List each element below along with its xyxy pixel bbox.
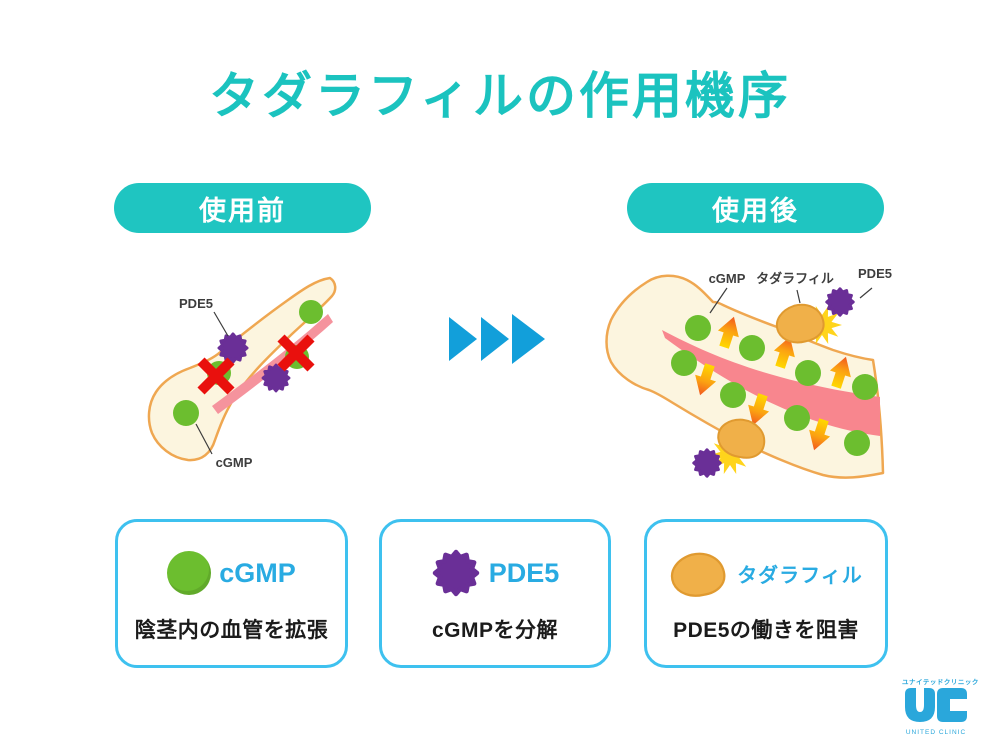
cgmp-molecule — [795, 360, 821, 386]
legend-card-pde5: PDE5 cGMPを分解 — [379, 519, 611, 668]
after-label: 使用後 — [712, 195, 799, 226]
cgmp-molecule — [720, 382, 746, 408]
cgmp-pointer-line — [709, 287, 728, 314]
cgmp-molecule — [173, 400, 199, 426]
clinic-logo-en-text: UNITED CLINIC — [905, 729, 967, 736]
cgmp-molecule — [784, 405, 810, 431]
cgmp-molecule — [739, 335, 765, 361]
tadalafil-orange-egg-icon — [669, 549, 729, 598]
cgmp-molecule — [299, 300, 323, 324]
blood-vessel — [212, 314, 333, 414]
legend-name: タダラフィル — [737, 564, 863, 587]
pde5-pointer-line — [859, 287, 873, 299]
pde5-molecule — [825, 287, 855, 317]
cgmp-green-circle-icon — [167, 551, 212, 595]
legend-description: cGMPを分解 — [431, 619, 558, 642]
tadalafil-label: タダラフィル — [756, 271, 834, 286]
legend-card-cgmp: cGMP 陰茎内の血管を拡張 — [115, 519, 348, 668]
before-label-pill: 使用前 — [114, 183, 371, 233]
blood-vessel-dilated — [662, 330, 880, 436]
cgmp-pointer-line — [195, 423, 213, 455]
cgmp-label: cGMP — [709, 271, 746, 286]
clinic-logo-jp-text: ユナイテッドクリニック — [902, 679, 979, 686]
cgmp-molecule — [671, 350, 697, 376]
transition-arrows-icon — [449, 314, 545, 364]
legend-name: PDE5 — [488, 557, 560, 588]
before-diagram: PDE5 cGMP — [147, 276, 337, 470]
legend-name: cGMP — [219, 557, 296, 588]
pde5-label: PDE5 — [858, 266, 892, 281]
pde5-label: PDE5 — [179, 296, 213, 311]
clinic-logo: ユナイテッドクリニック UNITED CLINIC — [902, 676, 979, 736]
uc-logo-icon — [905, 688, 967, 722]
before-label: 使用前 — [199, 195, 286, 226]
pde5-pointer-line — [213, 311, 229, 337]
cgmp-molecule — [844, 430, 870, 456]
after-label-pill: 使用後 — [627, 183, 884, 233]
arrow-triangle — [481, 317, 509, 361]
cgmp-molecule — [685, 315, 711, 341]
legend-description: PDE5の働きを阻害 — [673, 619, 859, 642]
legend-card-tadalafil: タダラフィル PDE5の働きを阻害 — [644, 519, 888, 668]
cgmp-label: cGMP — [216, 455, 253, 470]
pde5-purple-gear-icon — [431, 548, 481, 598]
cgmp-molecule — [852, 374, 878, 400]
arrow-triangle — [512, 314, 545, 364]
after-diagram: cGMP タダラフィル PDE5 — [605, 266, 892, 479]
page-title: タダラフィルの作用機序 — [209, 68, 791, 124]
tadalafil-pointer-line — [796, 289, 801, 304]
legend-description: 陰茎内の血管を拡張 — [134, 619, 329, 642]
arrow-triangle — [449, 317, 477, 361]
